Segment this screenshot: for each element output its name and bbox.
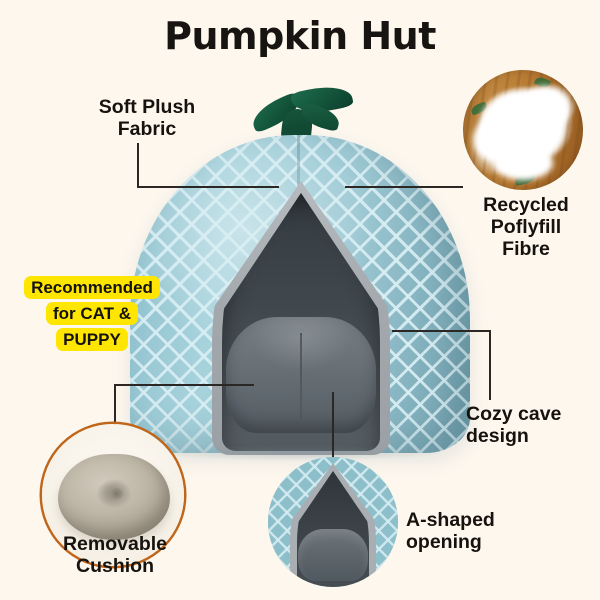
inner-cushion — [226, 317, 376, 433]
callout-removable-cushion: Removable Cushion — [62, 533, 168, 578]
page-title: Pumpkin Hut — [164, 14, 436, 58]
callout-soft-plush-fabric: Soft Plush Fabric — [98, 96, 196, 141]
opening-inset-photo — [268, 457, 398, 587]
connector-cushion-vertical — [114, 384, 116, 436]
badge-line-1: Recommended — [24, 276, 160, 299]
fiberfill-inset-photo — [463, 70, 583, 190]
badge-line-3: PUPPY — [56, 327, 128, 351]
connector-opening-vertical — [332, 392, 334, 478]
recommended-badge: Recommended for CAT & PUPPY — [16, 275, 168, 352]
product-image — [130, 81, 470, 465]
connector-cozy-cave-vertical — [489, 330, 491, 400]
round-cushion — [58, 454, 170, 540]
connector-cozy-cave-horizontal — [392, 330, 491, 332]
callout-cozy-cave-design: Cozy cave design — [466, 403, 562, 448]
connector-soft-plush-horizontal — [137, 186, 279, 188]
callout-recycled-fibre: Recycled Poflyfill Fibre — [483, 194, 569, 261]
callout-a-shaped-opening: A-shaped opening — [406, 509, 495, 554]
badge-line-2: for CAT & — [45, 301, 139, 325]
fiberfill-cluster — [493, 146, 553, 180]
connector-recycled-fibre — [345, 186, 463, 188]
connector-soft-plush-vertical — [137, 143, 139, 188]
opening-cushion — [298, 529, 368, 581]
cushion-inset-photo — [42, 424, 184, 566]
fiberfill-cluster — [519, 86, 571, 132]
connector-cushion-horizontal — [114, 384, 254, 386]
